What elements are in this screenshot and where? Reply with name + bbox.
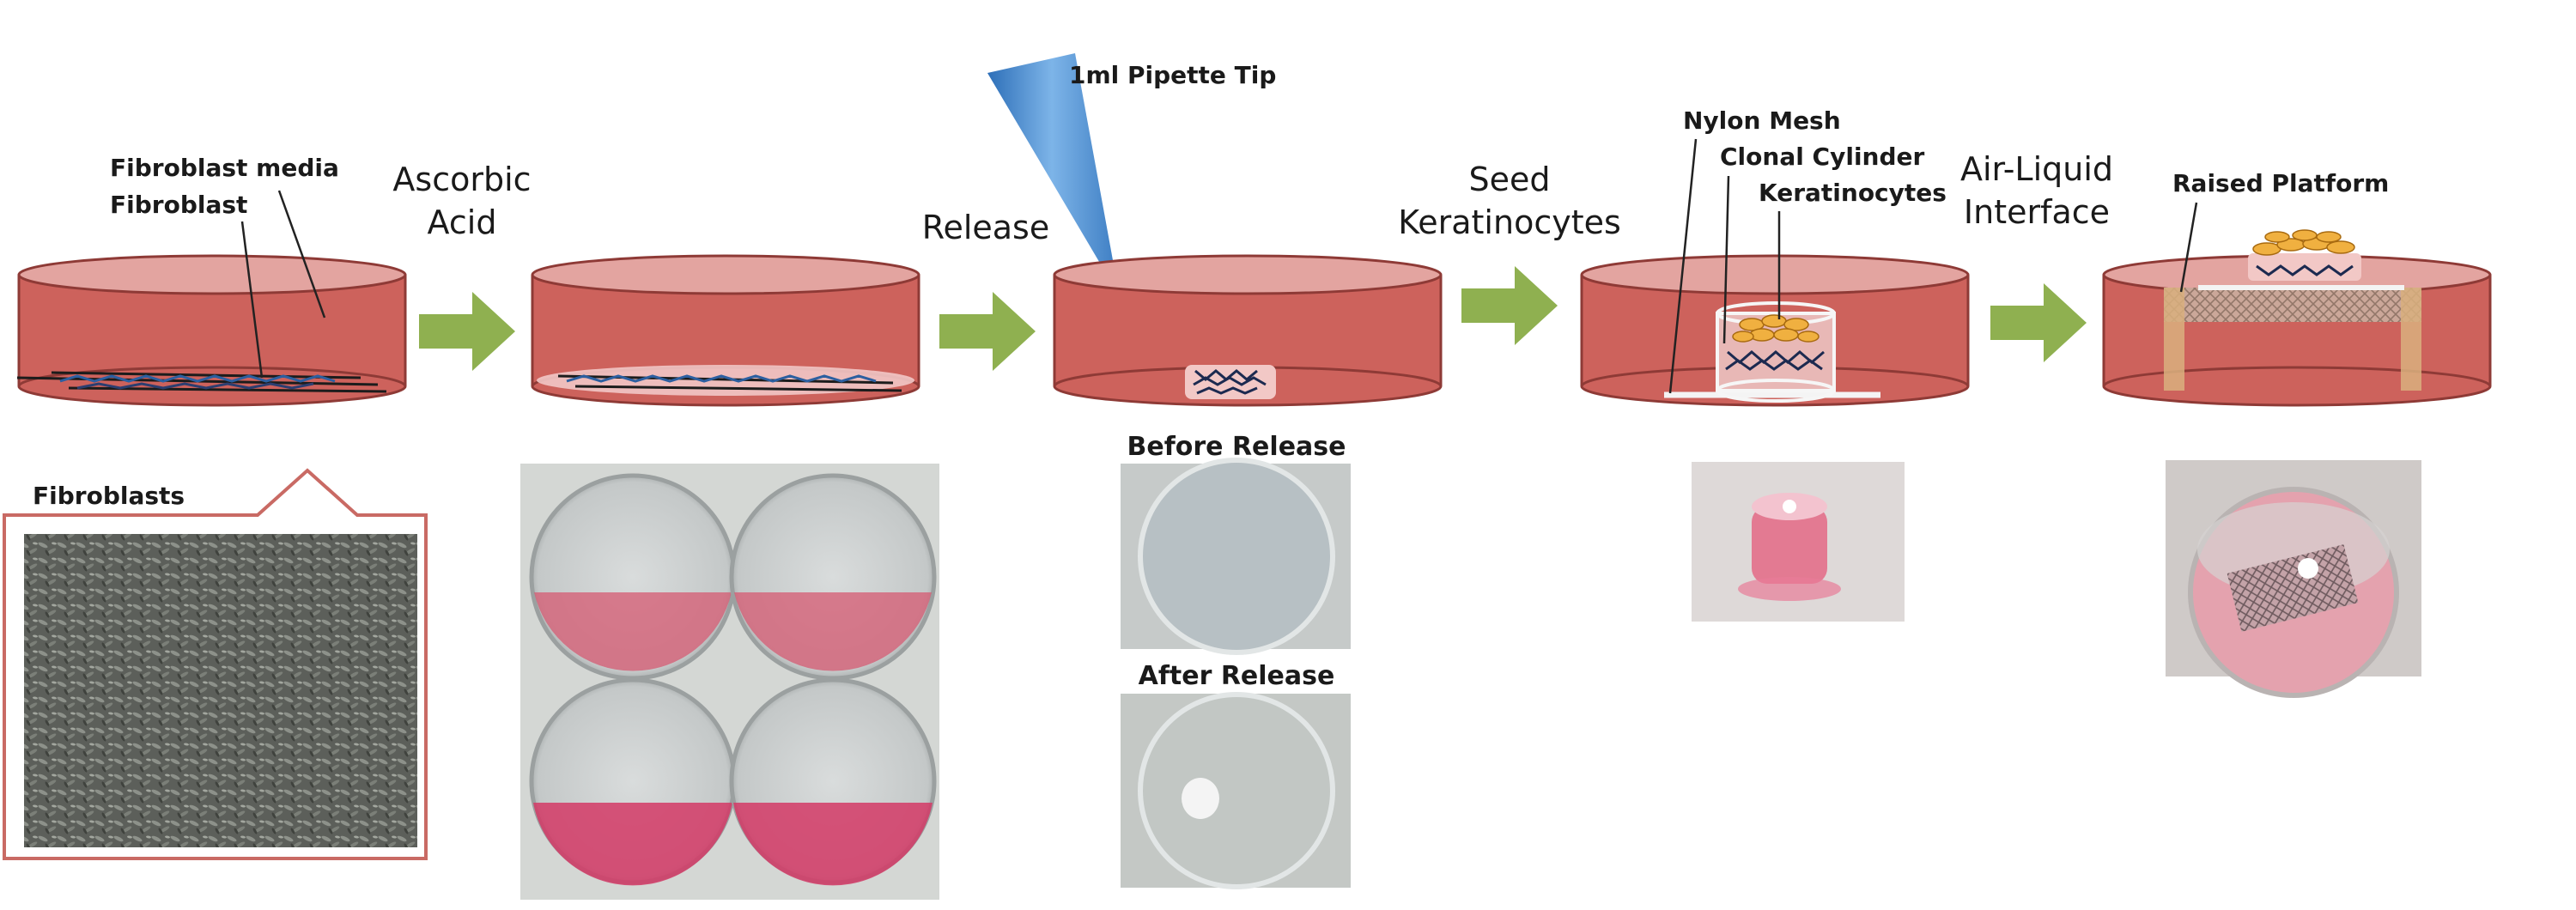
well [729, 677, 937, 886]
clonal-cylinder [1716, 301, 1836, 403]
dish-1-fibroblast: Fibroblast media Fibroblast [16, 154, 407, 407]
interface-label: Interface [1964, 193, 2110, 231]
arrow-3 [1461, 266, 1558, 345]
fibroblast-leader [240, 221, 264, 379]
air-liquid-label: Air-Liquid [1960, 150, 2113, 188]
dish-5-air-liquid-interface [2102, 229, 2492, 407]
dish-4-seed-keratinocytes [1580, 254, 1970, 407]
fibroblast-media-label: Fibroblast media [110, 154, 339, 182]
raised-platform-leader [2179, 202, 2198, 293]
clonal-cylinder-label: Clonal Cylinder [1720, 143, 1925, 171]
fibroblasts-label: Fibroblasts [33, 482, 185, 510]
fibroblast-media-leader [277, 190, 326, 318]
before-release-photo [1121, 458, 1351, 655]
skin-equivalent-on-platform [2248, 229, 2361, 281]
ascorbic-label: Ascorbic [392, 161, 531, 198]
keratinocytes-label: Keratinocytes [1759, 179, 1947, 207]
arrow-2 [939, 292, 1036, 371]
acid-label: Acid [428, 203, 497, 241]
arrow-4 [1990, 283, 2087, 362]
nylon-mesh-label: Nylon Mesh [1683, 106, 1841, 135]
clonal-cylinder-leader [1722, 175, 1730, 344]
fibroblast-cell-layer [16, 371, 387, 393]
clonal-cylinder-photo [1692, 462, 1905, 622]
keratinocyte-cells [1732, 314, 1820, 343]
released-sheet [1182, 778, 1219, 819]
raised-platform-photo [2166, 460, 2421, 698]
dish-rim [17, 254, 407, 295]
fibroblasts-micrograph-callout: Fibroblasts [3, 468, 428, 860]
four-well-plate-photo [520, 464, 939, 900]
fibroblast-micrograph [24, 534, 417, 847]
released-cell-clump [1185, 365, 1276, 399]
dish-2-ascorbic-acid [531, 254, 920, 407]
after-release-photo [1121, 692, 1351, 889]
seed-label: Seed [1469, 161, 1551, 198]
well [529, 677, 737, 886]
pipette-tip [987, 53, 1116, 279]
fibroblast-label: Fibroblast [110, 191, 247, 219]
arrow-1 [419, 292, 515, 371]
raised-platform [2164, 285, 2421, 391]
before-release-label: Before Release [1127, 432, 1346, 462]
nylon-mesh-leader [1668, 138, 1698, 394]
pipette-tip-label: 1ml Pipette Tip [1069, 61, 1276, 89]
well [729, 473, 937, 681]
well [529, 473, 737, 681]
raised-platform-label: Raised Platform [2172, 169, 2389, 197]
release-label: Release [922, 209, 1049, 246]
after-release-label: After Release [1139, 661, 1335, 691]
dish-3-release [1053, 254, 1443, 407]
seed-keratinocytes-label: Keratinocytes [1398, 203, 1621, 241]
